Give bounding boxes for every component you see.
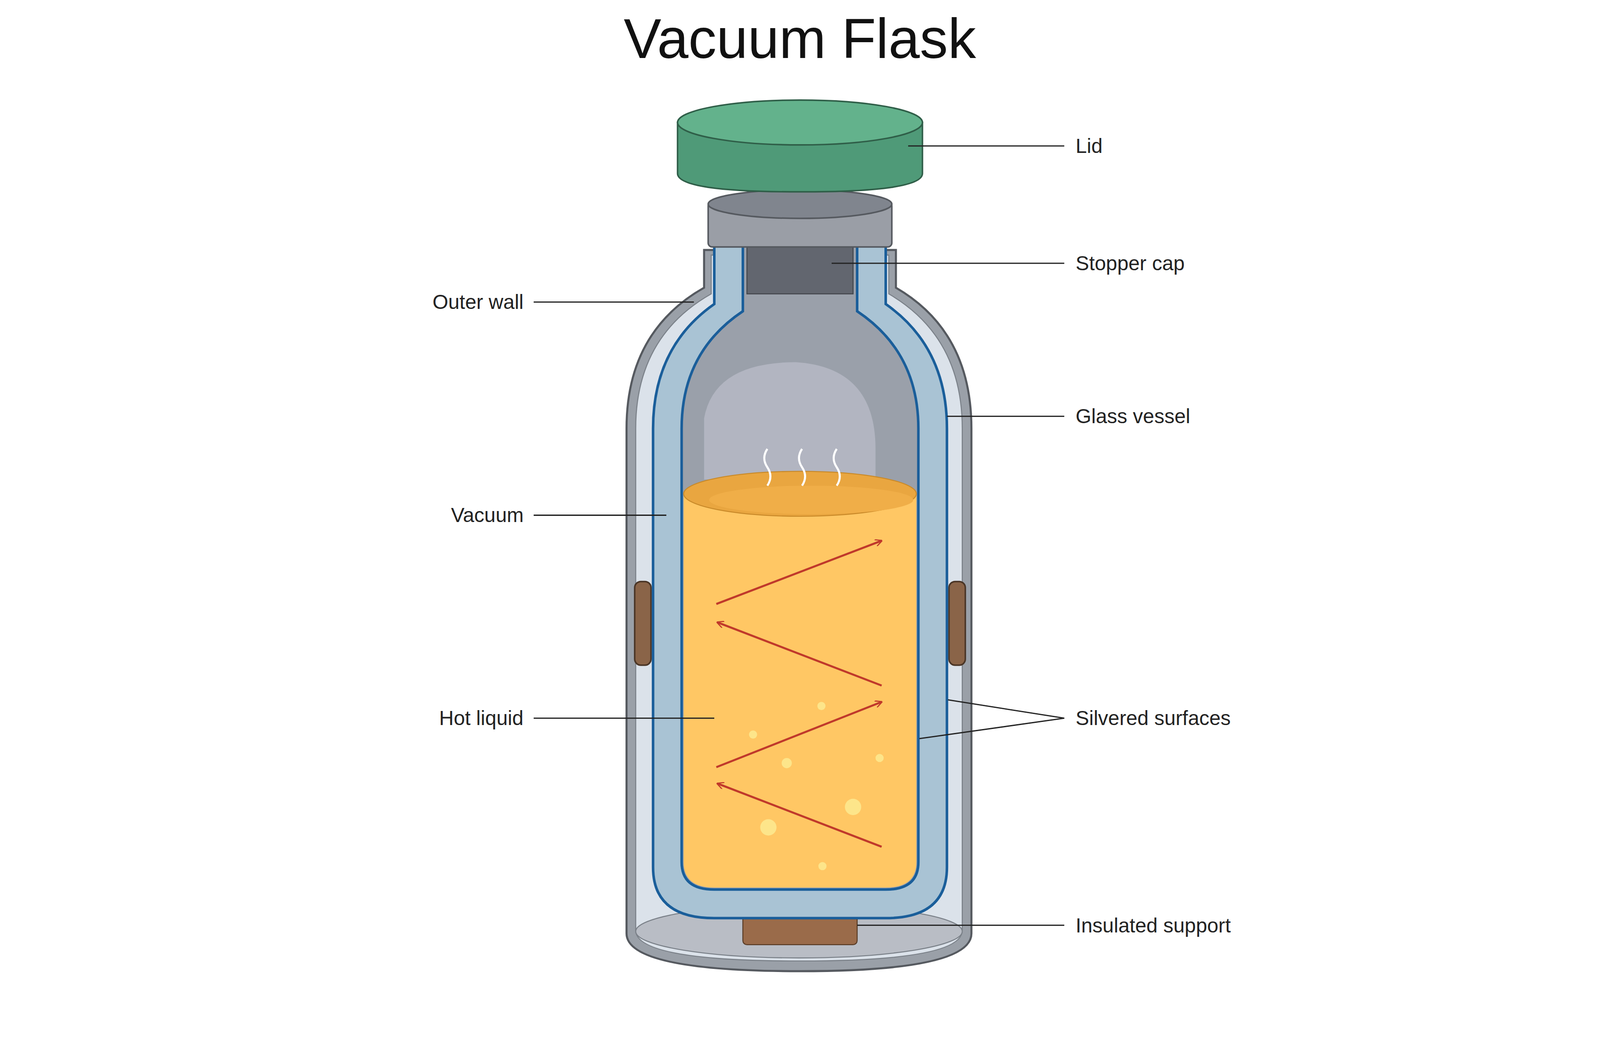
glass-highlight	[704, 362, 876, 480]
part-label: Outer wall	[432, 290, 524, 314]
liquid-surface	[683, 471, 917, 517]
stopper-cap-top	[708, 189, 892, 219]
liquid-surface-light	[709, 485, 913, 515]
part-label: Hot liquid	[439, 706, 524, 731]
part-label: Silvered surfaces	[1075, 706, 1231, 731]
stopper	[746, 240, 853, 295]
steam	[764, 449, 840, 487]
lid-top	[677, 100, 923, 146]
radiation-arrows	[716, 541, 882, 848]
side-pad	[949, 581, 966, 666]
part-label: Glass vessel	[1075, 404, 1191, 429]
leader-lines	[533, 145, 1065, 926]
inner-vessel	[681, 244, 919, 890]
part-label: Insulated support	[1075, 914, 1231, 938]
hot-liquid	[683, 492, 917, 888]
part-label: Stopper cap	[1075, 251, 1185, 276]
glass-vessel	[653, 244, 948, 919]
part-label: Vacuum	[450, 503, 524, 528]
part-label: Lid	[1075, 134, 1103, 158]
side-pad	[634, 581, 651, 666]
diagram-title: Vacuum Flask	[623, 7, 976, 70]
